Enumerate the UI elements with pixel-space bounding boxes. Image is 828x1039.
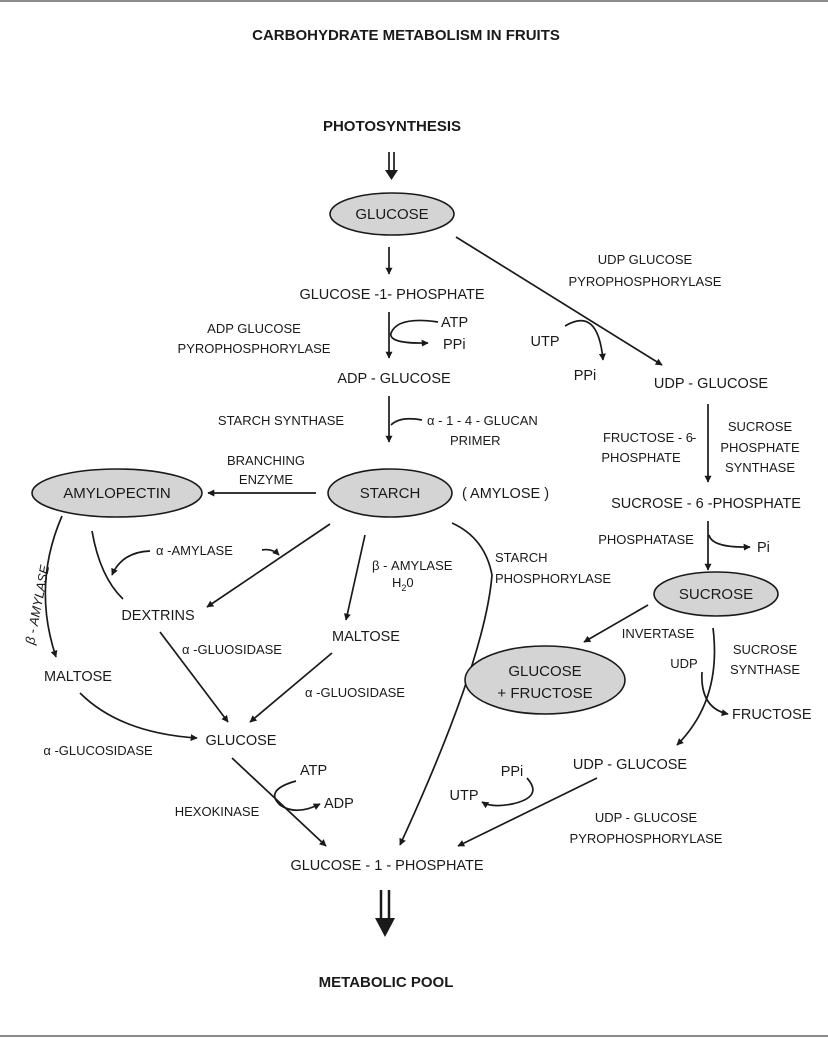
alpha-amylase-curve bbox=[111, 550, 151, 576]
starch-phosphorylase-line1: STARCH bbox=[495, 550, 547, 565]
arrow-starch-to-g1p-phosphorylase bbox=[399, 522, 493, 846]
arrow-maltose-to-glucose bbox=[249, 652, 333, 723]
glucose-fructose-line1: GLUCOSE bbox=[508, 663, 581, 680]
beta-amylase-left-label: β - AMYLASE bbox=[22, 563, 52, 646]
beta-amylase-mid-label: β - AMYLASE bbox=[372, 558, 453, 573]
fructose-6p-dash: - bbox=[692, 430, 696, 445]
ppi-top-label: PPi bbox=[443, 337, 466, 353]
glucose-node-label: GLUCOSE bbox=[355, 206, 428, 223]
udp-fructose-curve bbox=[701, 671, 729, 717]
glucose-mid-label: GLUCOSE bbox=[206, 733, 277, 749]
starch-synthase-label: STARCH SYNTHASE bbox=[218, 413, 344, 428]
glucose-fructose-line2: + FRUCTOSE bbox=[497, 685, 592, 702]
arrow-sucrose-to-udp-glucose bbox=[676, 627, 716, 746]
alpha-gluosidase-2-label: α -GLUOSIDASE bbox=[305, 685, 405, 700]
arrow-amylopectin-to-maltose bbox=[44, 515, 63, 658]
alpha-amylase-hook bbox=[261, 548, 280, 556]
atp-top-label: ATP bbox=[441, 315, 468, 331]
glucose-node bbox=[329, 192, 455, 236]
amylose-label: ( AMYLOSE ) bbox=[462, 486, 549, 502]
atp-adp-curve bbox=[273, 780, 321, 812]
alpha-glucosidase-label: α -GLUCOSIDASE bbox=[43, 743, 153, 758]
pi-label: Pi bbox=[757, 540, 770, 556]
alpha-gluosidase-1-label: α -GLUOSIDASE bbox=[182, 642, 282, 657]
fructose-6p-line1: FRUCTOSE - 6 bbox=[603, 430, 693, 445]
ppi-low-label: PPi bbox=[501, 764, 524, 780]
glucose-fructose-node bbox=[464, 645, 626, 715]
sps-line1: SUCROSE bbox=[728, 419, 793, 434]
g1p-top-label: GLUCOSE -1- PHOSPHATE bbox=[299, 287, 484, 303]
branching-line2: ENZYME bbox=[239, 472, 294, 487]
photosynthesis-double-arrow bbox=[385, 152, 398, 180]
arrow-dextrins-to-glucose bbox=[159, 631, 229, 723]
amylopectin-node-label: AMYLOPECTIN bbox=[63, 485, 171, 502]
photosynthesis-label: PHOTOSYNTHESIS bbox=[323, 118, 461, 135]
g1p-bottom-label: GLUCOSE - 1 - PHOSPHATE bbox=[290, 858, 483, 874]
sucrose-6-phosphate-label: SUCROSE - 6 -PHOSPHATE bbox=[611, 496, 801, 512]
adp-gpp-line2: PYROPHOSPHORYLASE bbox=[178, 341, 331, 356]
udp-gpp-low-line2: PYROPHOSPHORYLASE bbox=[570, 831, 723, 846]
udp-label: UDP bbox=[670, 656, 697, 671]
udp-gpp-low-line1: UDP - GLUCOSE bbox=[595, 810, 698, 825]
adp-low-label: ADP bbox=[324, 796, 354, 812]
adp-glucose-label: ADP - GLUCOSE bbox=[337, 371, 451, 387]
glucan-primer-line1: α - 1 - 4 - GLUCAN bbox=[427, 413, 538, 428]
utp-top-label: UTP bbox=[531, 334, 560, 350]
fructose-label: FRUCTOSE bbox=[732, 707, 812, 723]
sps-line2: PHOSPHATE bbox=[720, 440, 800, 455]
ppi-top-right-label: PPi bbox=[574, 368, 597, 384]
ppi-utp-curve bbox=[481, 777, 534, 809]
metabolic-pool-double-arrow bbox=[375, 890, 395, 937]
udp-glucose-lower-label: UDP - GLUCOSE bbox=[573, 757, 687, 773]
invertase-label: INVERTASE bbox=[622, 626, 695, 641]
fructose-6p-line3: PHOSPHATE bbox=[601, 450, 681, 465]
atp-low-label: ATP bbox=[300, 763, 327, 779]
arrow-sucrose-to-glucose-fructose bbox=[583, 604, 649, 643]
line-amylopectin-to-dextrins bbox=[91, 530, 124, 600]
utp-ppi-curve-top bbox=[564, 319, 606, 361]
pi-curve bbox=[708, 534, 751, 551]
arrow-glucose-to-udp-glucose bbox=[455, 236, 663, 366]
arrow-starch-to-maltose bbox=[343, 534, 366, 621]
udp-glucose-right-label: UDP - GLUCOSE bbox=[654, 376, 768, 392]
branching-line1: BRANCHING bbox=[227, 453, 305, 468]
maltose-mid-label: MALTOSE bbox=[332, 629, 400, 645]
dextrins-label: DEXTRINS bbox=[121, 608, 194, 624]
starch-node bbox=[327, 468, 453, 518]
phosphatase-label: PHOSPHATASE bbox=[598, 532, 694, 547]
sucrose-node bbox=[653, 571, 779, 617]
hexokinase-label: HEXOKINASE bbox=[175, 804, 260, 819]
arrow-glucose-to-g1p-hexokinase bbox=[231, 757, 327, 847]
water-label: H20 bbox=[392, 575, 414, 593]
adp-gpp-line1: ADP GLUCOSE bbox=[207, 321, 301, 336]
metabolic-pool-label: METABOLIC POOL bbox=[319, 974, 454, 991]
udp-gpp-top-line2: PYROPHOSPHORYLASE bbox=[569, 274, 722, 289]
sps-line3: SYNTHASE bbox=[725, 460, 795, 475]
alpha-amylase-label: α -AMYLASE bbox=[156, 543, 233, 558]
arrow-maltose-left-to-glucose bbox=[79, 692, 198, 742]
diagram-title: CARBOHYDRATE METABOLISM IN FRUITS bbox=[252, 27, 560, 44]
arrow-udp-glucose-to-g1p bbox=[457, 777, 598, 847]
glucan-primer-line2: PRIMER bbox=[450, 433, 501, 448]
utp-low-label: UTP bbox=[450, 788, 479, 804]
sucrose-synthase-line1: SUCROSE bbox=[733, 642, 798, 657]
sucrose-node-label: SUCROSE bbox=[679, 586, 753, 603]
atp-ppi-curve bbox=[390, 319, 439, 347]
sucrose-synthase-line2: SYNTHASE bbox=[730, 662, 800, 677]
starch-node-label: STARCH bbox=[360, 485, 421, 502]
glucan-primer-curve bbox=[390, 417, 423, 426]
maltose-left-label: MALTOSE bbox=[44, 669, 112, 685]
udp-gpp-top-line1: UDP GLUCOSE bbox=[598, 252, 693, 267]
amylopectin-node bbox=[31, 468, 203, 518]
starch-phosphorylase-line2: PHOSPHORYLASE bbox=[495, 571, 611, 586]
arrow-starch-to-dextrins bbox=[206, 523, 331, 608]
